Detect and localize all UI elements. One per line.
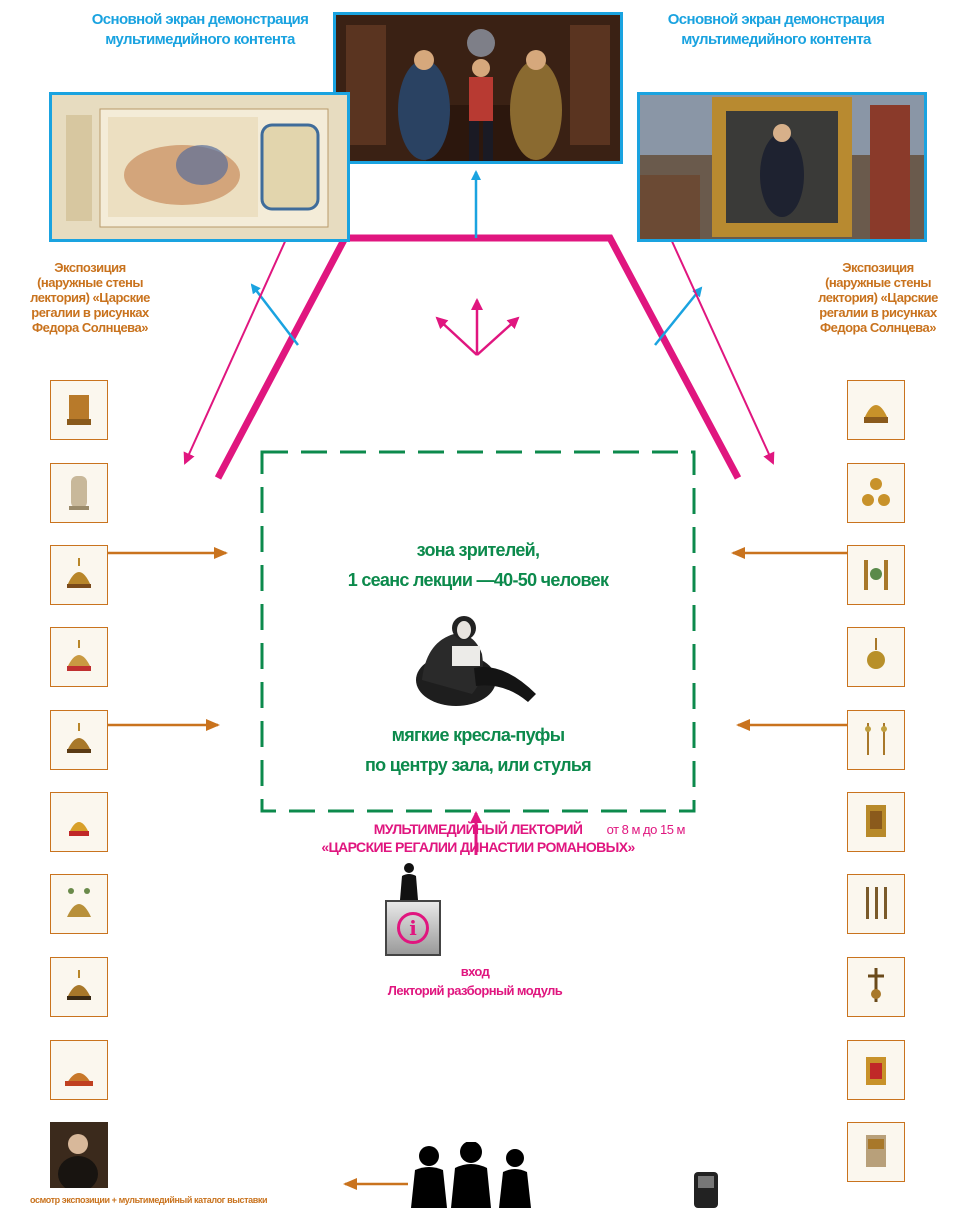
entrance-label: вход Лекторий разборный модуль	[340, 962, 610, 1000]
regalia-thumbnail	[847, 710, 905, 770]
left-exposition-caption: Экспозиция (наружные стены лектория) «Ца…	[30, 260, 150, 335]
entrance-line1: вход	[460, 964, 490, 979]
left-screen-caption: Основной экран демонстрация мультимедийн…	[91, 11, 309, 48]
seating-line1: мягкие кресла-пуфы	[391, 725, 565, 745]
lectory-title-line2: «ЦАРСКИЕ РЕГАЛИИ ДИНАСТИИ РОМАНОВЫХ»	[321, 839, 635, 855]
audience-zone-title-line2: 1 сеанс лекции —40-50 человек	[347, 570, 609, 590]
lectory-title: МУЛЬТИМЕДИЙНЫЙ ЛЕКТОРИЙ «ЦАРСКИЕ РЕГАЛИИ…	[260, 820, 696, 856]
audience-zone-border	[260, 450, 696, 813]
seating-description: мягкие кресла-пуфы по центру зала, или с…	[262, 720, 694, 780]
left-screen-image	[49, 92, 350, 242]
arrow-to-left-screen	[250, 283, 299, 346]
lectory-wall-outline	[214, 234, 742, 480]
regalia-thumbnail	[847, 1122, 905, 1182]
bottom-note: осмотр экспозиции + мультимедийный катал…	[30, 1195, 268, 1205]
regalia-thumbnail	[847, 463, 905, 523]
regalia-thumbnail	[847, 545, 905, 605]
projection-directions-arrows	[435, 298, 520, 356]
right-screen-image	[637, 92, 927, 242]
audience-zone-title: зона зрителей, 1 сеанс лекции —40-50 чел…	[262, 535, 694, 595]
regalia-thumbnail	[847, 874, 905, 934]
seating-line2: по центру зала, или стулья	[365, 755, 592, 775]
regalia-thumbnail	[847, 627, 905, 687]
regalia-thumbnail	[50, 792, 108, 852]
multimedia-catalog-device-icon	[692, 1172, 720, 1208]
solntsev-portrait	[50, 1122, 108, 1188]
regalia-thumbnail	[847, 1040, 905, 1100]
regalia-thumbnail	[50, 463, 108, 523]
beanbag-seat-icon	[412, 608, 544, 708]
arrow-to-right-screen	[654, 286, 703, 346]
regalia-thumbnail	[50, 1040, 108, 1100]
regalia-thumbnail	[50, 545, 108, 605]
arrow-right-screen-to-audience	[659, 214, 775, 465]
entrance-line2: Лекторий разборный модуль	[387, 983, 563, 998]
regalia-thumbnail	[50, 874, 108, 934]
size-note: от 8 м до 15 м	[606, 822, 686, 837]
regalia-thumbnail	[50, 627, 108, 687]
info-stand: i	[385, 900, 441, 956]
regalia-thumbnail	[50, 957, 108, 1017]
top-screen-image	[333, 12, 623, 164]
right-screen-caption: Основной экран демонстрация мультимедийн…	[667, 11, 885, 48]
audience-zone-title-line1: зона зрителей,	[416, 540, 540, 560]
arrow-left-screen-to-audience	[183, 214, 298, 465]
visitors-group-icon	[407, 1141, 535, 1208]
regalia-thumbnail	[50, 380, 108, 440]
regalia-thumbnail	[847, 957, 905, 1017]
regalia-thumbnail	[50, 710, 108, 770]
info-icon: i	[397, 912, 429, 944]
regalia-thumbnail	[847, 792, 905, 852]
presenter-silhouette-icon	[396, 862, 422, 900]
right-exposition-caption: Экспозиция (наружные стены лектория) «Ца…	[818, 260, 938, 335]
regalia-thumbnail	[847, 380, 905, 440]
lectory-title-line1: МУЛЬТИМЕДИЙНЫЙ ЛЕКТОРИЙ	[373, 821, 583, 837]
